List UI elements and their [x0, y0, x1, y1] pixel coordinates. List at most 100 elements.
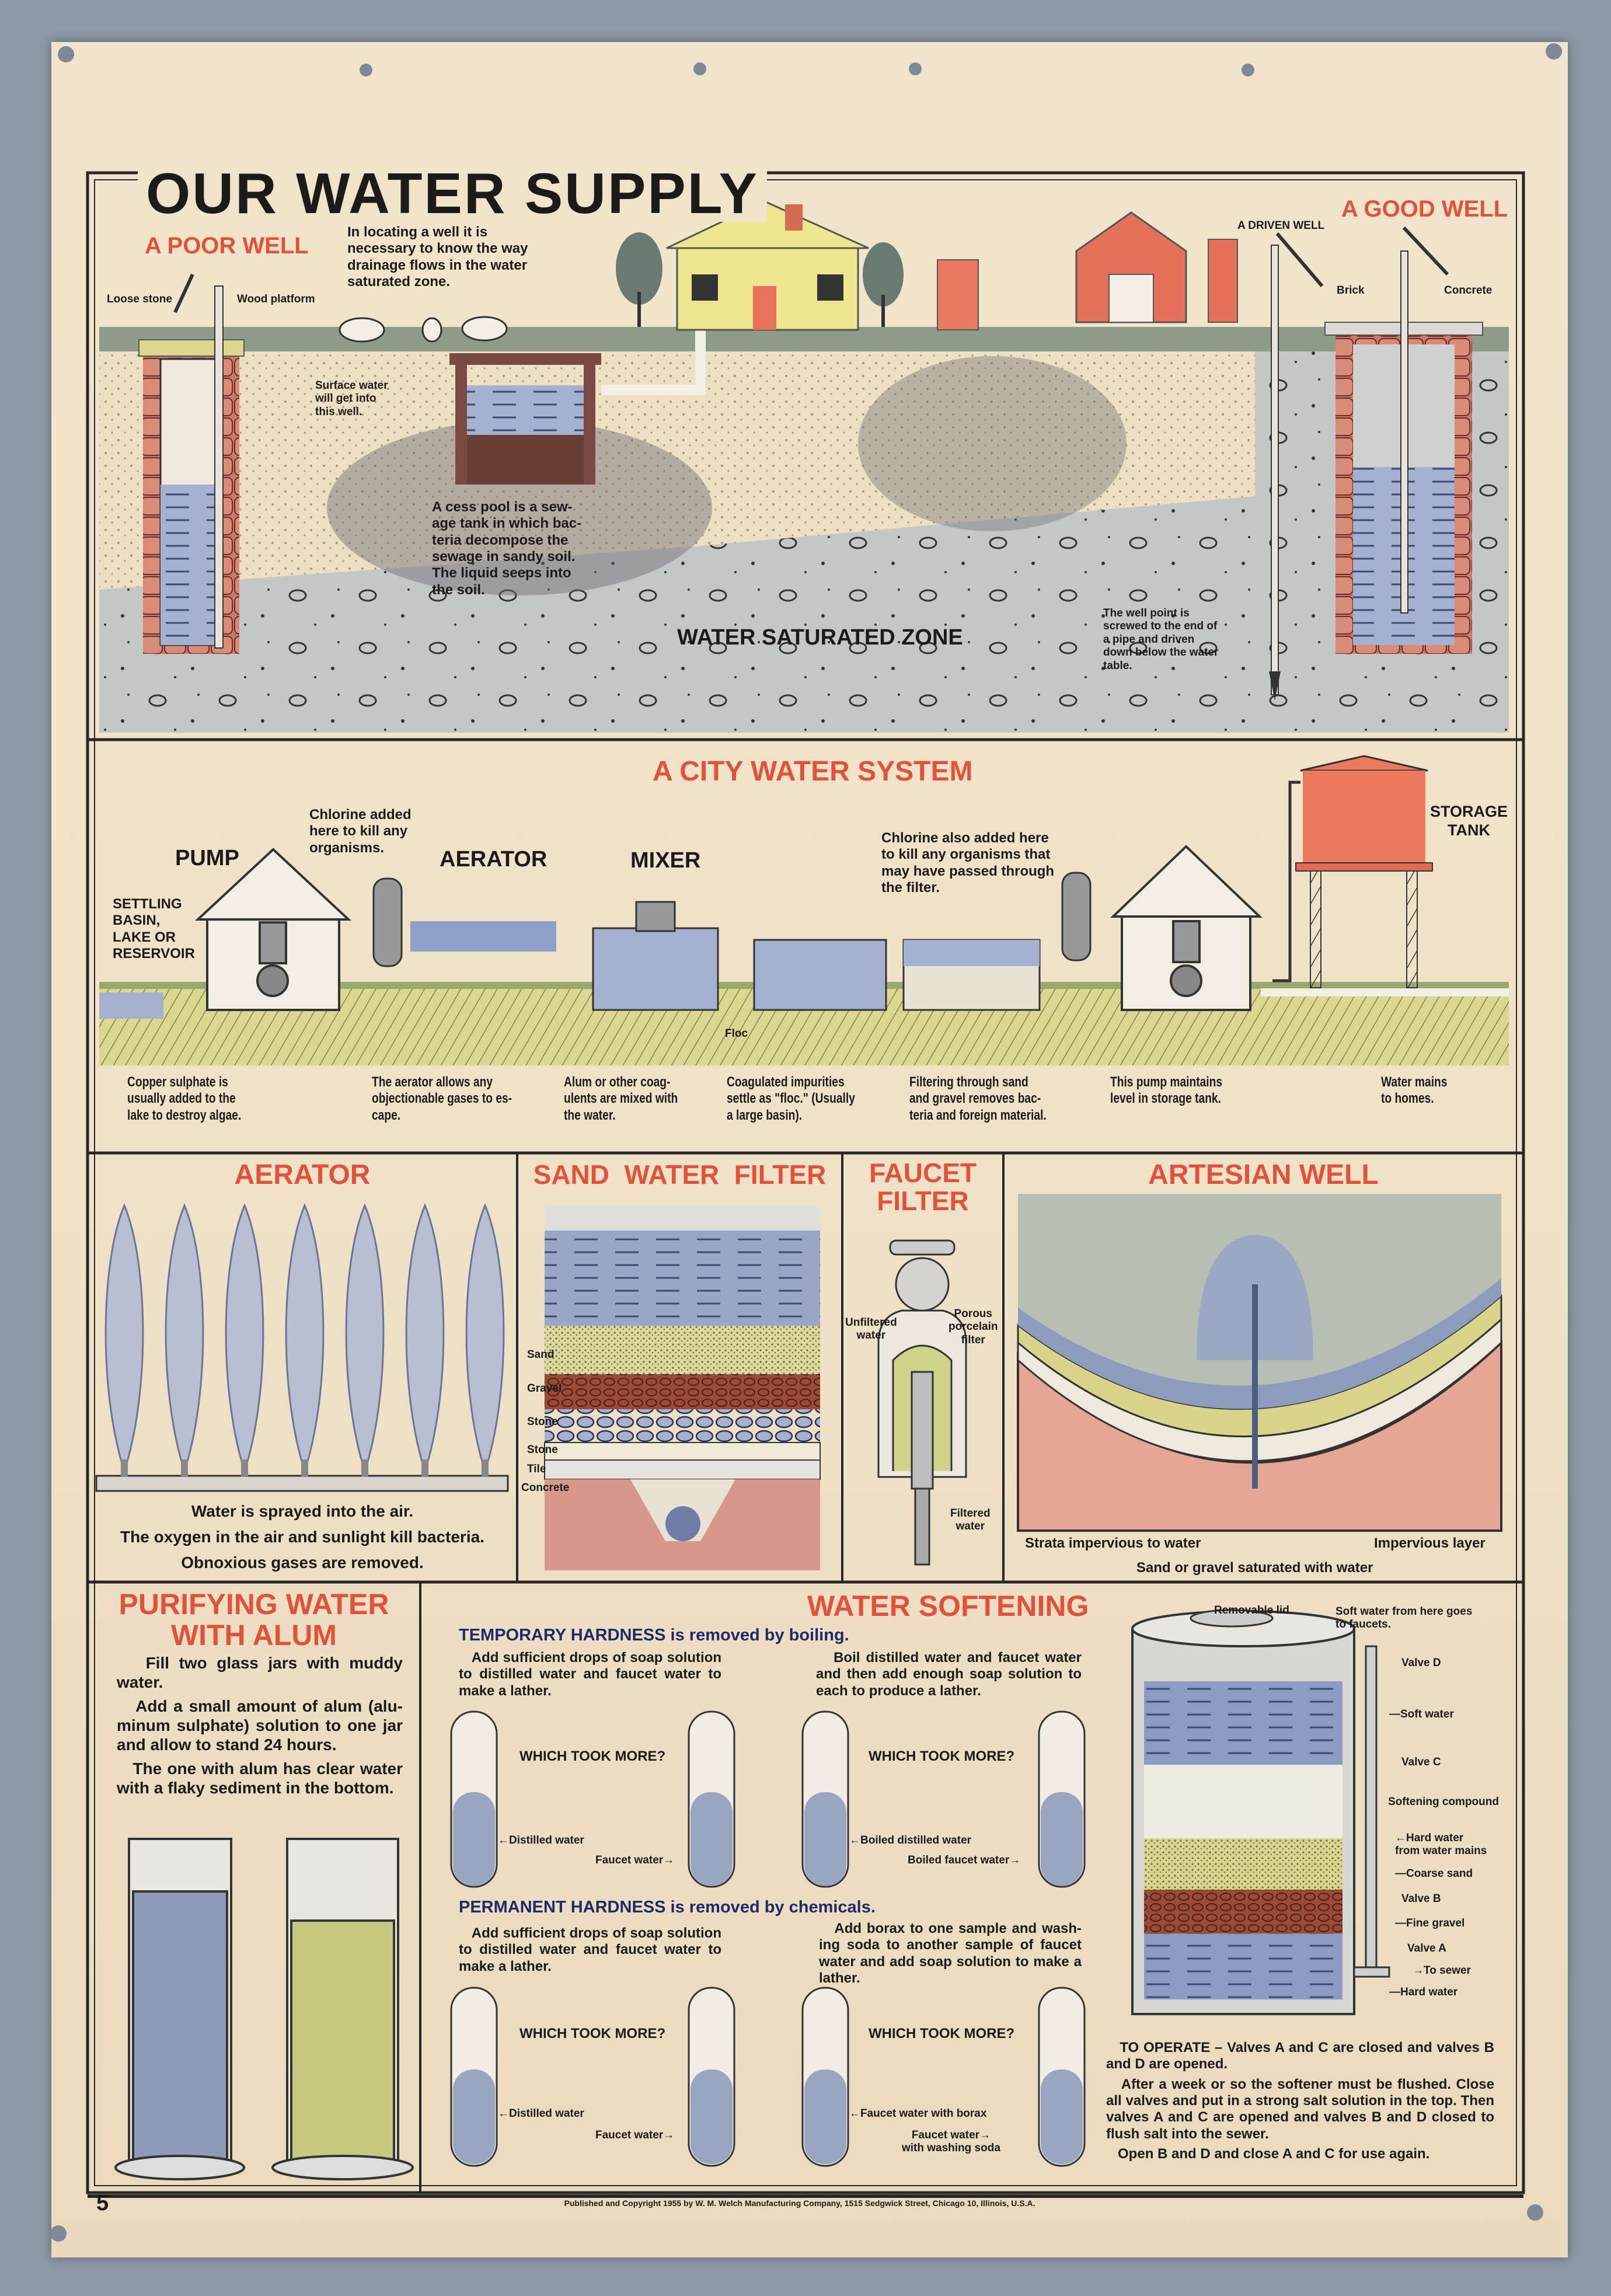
settling-basin — [753, 939, 887, 1011]
soft-water-out-label: Soft water from here goes to faucets. — [1335, 1605, 1473, 1631]
poster-title: OUR WATER SUPPLY — [138, 165, 767, 222]
flush-instructions: After a week or so the softener must be … — [1106, 2076, 1494, 2142]
city-caption: This pump maintains level in storage tan… — [1110, 1074, 1223, 1107]
poor-well — [138, 273, 245, 654]
sand-filter-heading: SAND WATER FILTER — [533, 1159, 827, 1190]
which-took-more-label: WHICH TOOK MORE? — [869, 1748, 1015, 1764]
well-scene — [99, 200, 1509, 733]
aerator-label: AERATOR — [440, 847, 548, 872]
aerator-caption: The oxygen in the air and sunlight kill … — [120, 1528, 484, 1546]
spray-nozzle — [241, 1459, 248, 1477]
outhouse-seepage — [858, 356, 1127, 531]
chlorine-tank-1 — [372, 877, 403, 967]
to-sewer-label: →To sewer — [1413, 1964, 1471, 1977]
temporary-hardness-title: TEMPORARY HARDNESS is removed by boiling… — [459, 1626, 849, 1645]
alum-paragraph: Add a small amount of alum (alu-minum su… — [117, 1697, 403, 1754]
permanent-right-text: Add borax to one sample and wash-ing sod… — [819, 1921, 1082, 1986]
alum-heading: PURIFYING WATER WITH ALUM — [118, 1588, 389, 1652]
alum-instructions: Fill two glass jars with muddy water. Ad… — [117, 1653, 403, 1797]
spray-nozzle — [421, 1459, 428, 1477]
chlorine-label-1: Chlorine added here to kill any organism… — [309, 807, 412, 856]
aerator-basin — [410, 921, 556, 952]
alum-paragraph: Fill two glass jars with muddy water. — [117, 1654, 403, 1692]
barn — [1075, 211, 1238, 323]
city-caption: Water mains to homes. — [1381, 1074, 1448, 1107]
city-caption: Filtering through sand and gravel remove… — [909, 1074, 1047, 1123]
permanent-left-text: Add sufficient drops of soap solution to… — [459, 1925, 721, 1974]
alum-jars — [114, 1838, 414, 2180]
fine-gravel-label: —Fine gravel — [1395, 1917, 1465, 1929]
water-softener-tank — [1131, 1609, 1390, 2015]
boiled-faucet-water-label: Boiled faucet water→ — [908, 1854, 1021, 1866]
storage-tank — [1272, 755, 1433, 988]
which-took-more-label: WHICH TOOK MORE? — [519, 1748, 666, 1764]
chlorine-label-2: Chlorine also added here to kill any org… — [881, 830, 1055, 896]
cess-pool-seepage — [327, 420, 712, 595]
faucet-filter-diagram — [877, 1239, 967, 1566]
valve-a-label: Valve A — [1407, 1942, 1446, 1954]
brick-label: Brick — [1337, 284, 1365, 297]
city-caption: Coagulated impurities settle as "floc." … — [727, 1074, 855, 1123]
house — [666, 200, 869, 331]
concrete-label: Concrete — [1444, 284, 1493, 297]
surface-water-label: Surface water will get into this well. — [315, 379, 388, 418]
good-well-heading: A GOOD WELL — [1341, 196, 1508, 222]
temporary-left-text: Add sufficient drops of soap solution to… — [459, 1650, 721, 1699]
water-spray — [405, 1203, 445, 1474]
which-took-more-label: WHICH TOOK MORE? — [869, 2026, 1015, 2041]
impervious-layer-label: Impervious layer — [1374, 1535, 1486, 1551]
pump-house-1 — [194, 848, 352, 1011]
porous-filter-label: Porous porcelain filter — [949, 1308, 998, 1346]
copyright-notice: Published and Copyright 1955 by W. M. We… — [564, 2199, 1035, 2208]
water-spray — [345, 1203, 385, 1474]
water-softening-heading: WATER SOFTENING — [807, 1590, 1089, 1622]
water-spray — [165, 1203, 204, 1474]
driven-well — [1269, 232, 1324, 701]
soft-water-label: —Soft water — [1389, 1708, 1454, 1720]
faucet-water-washing-soda-label: Faucet water→ with washing soda — [902, 2129, 1000, 2155]
valve-b-label: Valve B — [1401, 1893, 1441, 1905]
concrete-layer-label: Concrete — [521, 1482, 570, 1494]
mixer-label: MIXER — [630, 848, 701, 873]
city-caption: Copper sulphate is usually added to the … — [127, 1074, 242, 1123]
faucet-water-label: Faucet water→ — [595, 2129, 675, 2141]
aerator-caption: Water is sprayed into the air. — [191, 1502, 414, 1520]
sand-layer-label: Sand — [527, 1349, 555, 1361]
softener-instructions: TO OPERATE – Valves A and C are closed a… — [1106, 2040, 1494, 2162]
softening-compound-label: Softening compound — [1388, 1796, 1499, 1808]
water-spray — [225, 1203, 264, 1474]
pump-label: PUMP — [175, 846, 239, 870]
artesian-well-heading: ARTESIAN WELL — [1148, 1159, 1379, 1190]
distilled-water-label: ←Distilled water — [498, 2107, 584, 2120]
strata-label: Strata impervious to water — [1025, 1535, 1201, 1551]
cess-pool — [449, 330, 706, 485]
settling-basin-label: SETTLING BASIN, LAKE OR RESERVOIR — [113, 896, 195, 961]
gravel-layer-label: Gravel — [527, 1382, 562, 1395]
removable-lid-label: Removable lid — [1214, 1604, 1289, 1616]
outhouse — [937, 259, 979, 330]
stone-layer-label: Stone — [527, 1416, 558, 1428]
faucet-water-label: Faucet water→ — [595, 1854, 675, 1866]
page-number: 5 — [96, 2191, 109, 2215]
water-spray — [285, 1203, 325, 1474]
tube-water — [453, 1792, 1083, 2164]
loose-stone-label: Loose stone — [107, 293, 172, 305]
poor-well-heading: A POOR WELL — [145, 233, 309, 259]
spray-nozzle — [121, 1459, 128, 1477]
valve-c-label: Valve C — [1401, 1756, 1441, 1768]
city-water-system-heading: A CITY WATER SYSTEM — [653, 756, 973, 787]
good-well — [1324, 226, 1483, 654]
water-saturated-zone-label: WATER SATURATED ZONE — [677, 625, 963, 650]
wood-platform-label: Wood platform — [237, 293, 315, 305]
operate-instructions: TO OPERATE – Valves A and C are closed a… — [1106, 2040, 1494, 2072]
filtered-water-label: Filtered water — [950, 1507, 991, 1533]
spray-nozzle — [482, 1459, 489, 1477]
valve-d-label: Valve D — [1401, 1657, 1441, 1669]
permanent-hardness-title: PERMANENT HARDNESS is removed by chemica… — [459, 1898, 876, 1917]
reservoir-water — [99, 992, 163, 1019]
well-intro-text: In locating a well it is necessary to kn… — [347, 224, 528, 290]
spray-nozzle — [301, 1459, 308, 1477]
pump-house-2 — [1110, 845, 1263, 1011]
city-water-system-illustration — [99, 755, 1509, 1065]
